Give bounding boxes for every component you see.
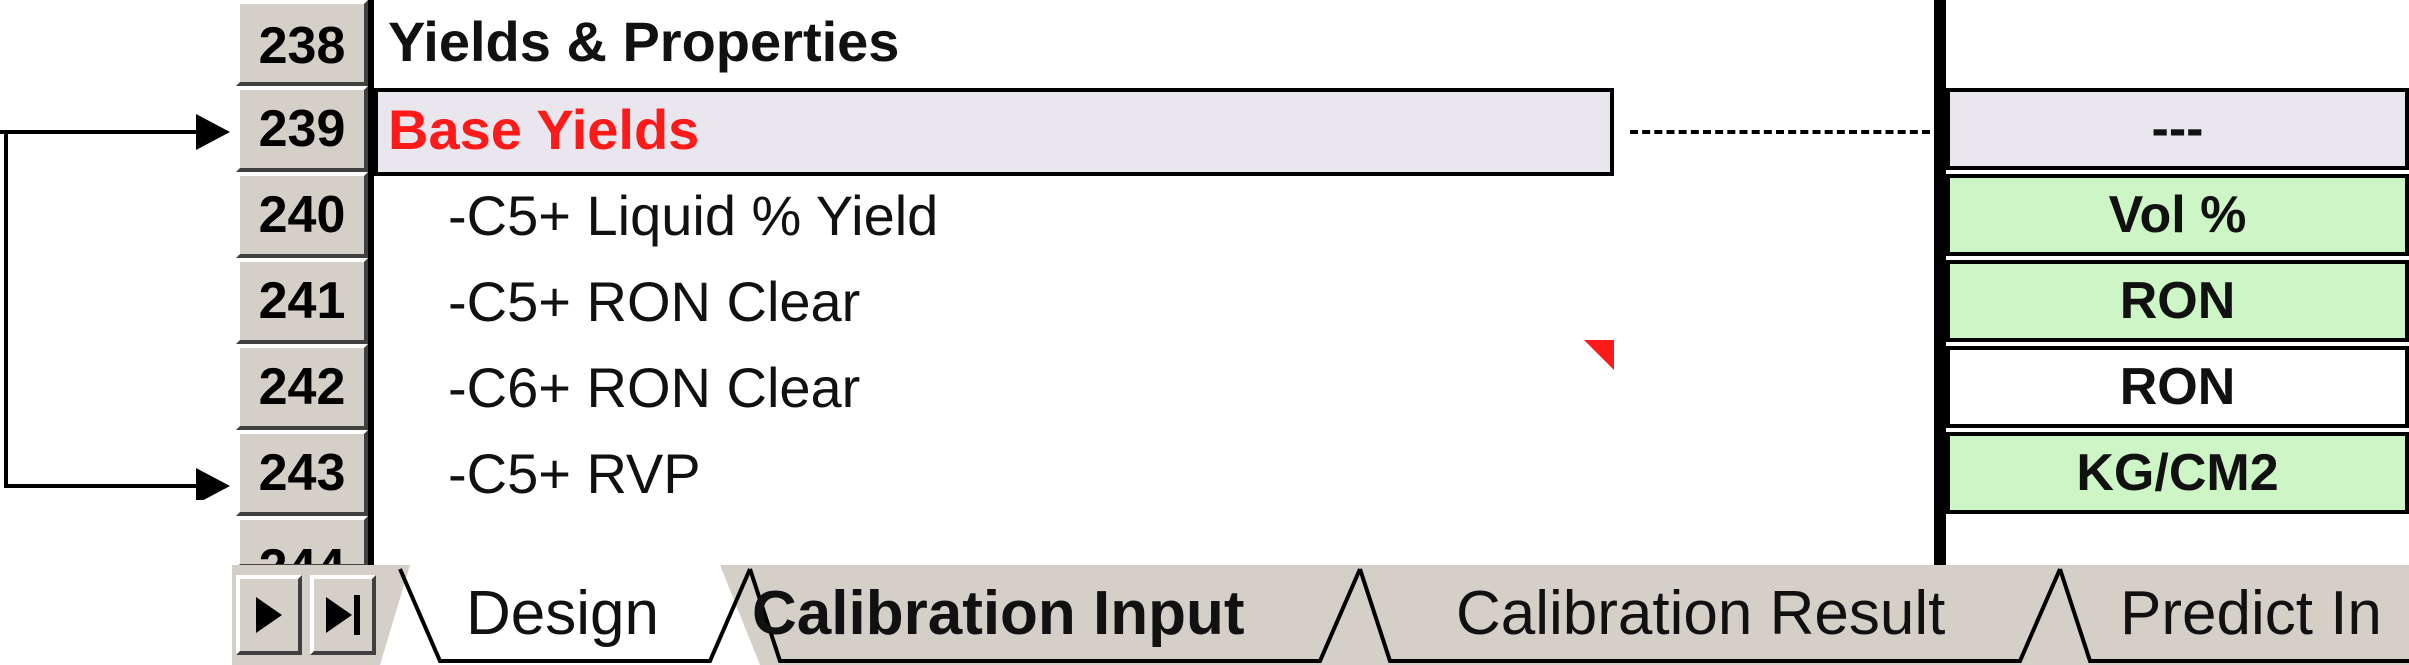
cell-c5-rvp[interactable]: -C5+ RVP [448,442,701,505]
bracket-arrow-icon [0,114,230,500]
cell-c6-ron-clear[interactable]: -C6+ RON Clear [448,356,861,419]
unit-cell-ron-1[interactable]: RON [1946,260,2409,342]
last-sheet-button[interactable] [310,575,376,655]
play-arrow-icon [256,597,282,633]
row-header-238[interactable]: 238 [236,0,368,86]
thick-column-separator [1934,0,1946,565]
unit-cell-dashes[interactable]: --- [1946,88,2409,170]
cell-base-yields-label: Base Yields [388,98,700,161]
row-header-241[interactable]: 241 [236,258,368,344]
selected-cell-base-yields[interactable] [374,88,1614,176]
skip-end-icon [326,597,352,633]
unit-cell-kg-cm2[interactable]: KG/CM2 [1946,432,2409,514]
row-header-separator [368,0,374,565]
row-header-243[interactable]: 243 [236,430,368,516]
section-heading-yields-properties: Yields & Properties [388,10,900,73]
sheet-tabs-outline [380,565,2409,665]
unit-cell-vol-percent[interactable]: Vol % [1946,174,2409,256]
tab-design[interactable]: Design [466,579,659,648]
cell-c5-ron-clear[interactable]: -C5+ RON Clear [448,270,861,333]
row-header-244[interactable]: 244 [236,516,368,568]
tab-calibration-result[interactable]: Calibration Result [1456,579,1946,648]
row-header-242[interactable]: 242 [236,344,368,430]
next-sheet-button[interactable] [236,575,302,655]
skip-end-bar-icon [354,595,360,635]
tab-predict-input[interactable]: Predict In [2120,579,2382,648]
row-header-239[interactable]: 239 [236,86,368,172]
unit-cell-ron-2[interactable]: RON [1946,346,2409,428]
comment-indicator-icon [1584,340,1614,370]
row-header-240[interactable]: 240 [236,172,368,258]
tab-calibration-input[interactable]: Calibration Input [752,579,1245,648]
dashed-leader-line [1630,130,1930,134]
cell-c5-liquid-yield[interactable]: -C5+ Liquid % Yield [448,184,939,247]
